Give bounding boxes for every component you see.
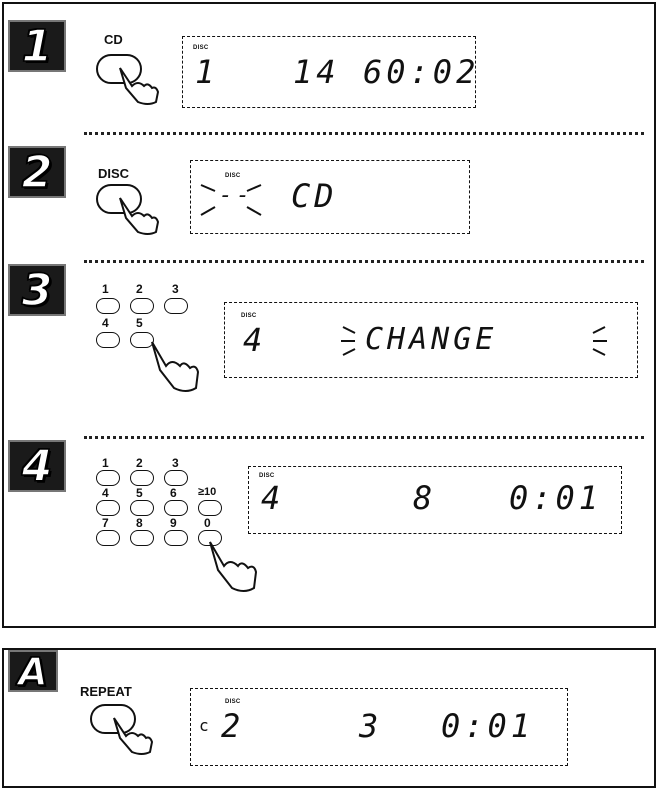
disc-number: 2	[221, 709, 244, 743]
key-9-label: 9	[170, 516, 177, 530]
cd-button-label: CD	[104, 32, 123, 47]
disc-indicator: DISC	[241, 313, 257, 319]
key-2[interactable]	[130, 298, 154, 314]
key-8-label: 8	[136, 516, 143, 530]
step-number-badge: 1	[8, 20, 66, 72]
step-number-badge: 4	[8, 440, 66, 492]
hand-pointer-icon	[208, 540, 264, 596]
key-4[interactable]	[96, 332, 120, 348]
track-number: 3	[359, 709, 382, 743]
key-1-label: 1	[102, 456, 109, 470]
step-number-badge: 3	[8, 264, 66, 316]
key-4-label: 4	[102, 316, 109, 330]
disc-number: 4	[243, 323, 266, 357]
key-2-label: 2	[136, 282, 143, 296]
step-number: 1	[10, 22, 64, 70]
step-1: 1 CD DISC 1 14 60:02	[4, 4, 654, 122]
key-6[interactable]	[164, 500, 188, 516]
key-7-label: 7	[102, 516, 109, 530]
key-0-label: 0	[204, 516, 211, 530]
display-text: CHANGE	[365, 323, 497, 357]
step-number: 4	[10, 442, 64, 490]
disc-indicator: DISC	[225, 699, 241, 705]
key-3[interactable]	[164, 298, 188, 314]
section-badge: A	[8, 650, 58, 692]
lcd-display: DISC 1 14 60:02	[182, 36, 476, 108]
step-2: 2 DISC DISC -- CD	[4, 132, 654, 250]
key-2[interactable]	[130, 470, 154, 486]
repeat-panel: A REPEAT DISC c 2 3 0:01	[2, 648, 656, 788]
key-3-label: 3	[172, 282, 179, 296]
step-number-badge: 2	[8, 146, 66, 198]
section-letter: A	[10, 652, 56, 690]
key-4[interactable]	[96, 500, 120, 516]
disc-number: 4	[261, 481, 284, 515]
hand-pointer-icon	[118, 66, 164, 106]
disc-button-label: DISC	[98, 166, 129, 181]
key-1[interactable]	[96, 298, 120, 314]
key-1[interactable]	[96, 470, 120, 486]
disc-number: --	[219, 179, 254, 213]
step-number: 3	[10, 266, 64, 314]
track-number: 14	[293, 55, 340, 89]
lcd-display: DISC c 2 3 0:01	[190, 688, 568, 766]
key-3-label: 3	[172, 456, 179, 470]
repeat-indicator: c	[199, 709, 213, 743]
lcd-display: DISC 4 CHANGE	[224, 302, 638, 378]
elapsed-time: 0:01	[509, 481, 602, 515]
key-3[interactable]	[164, 470, 188, 486]
disc-number: 1	[195, 55, 218, 89]
lcd-display: DISC 4 8 0:01	[248, 466, 622, 534]
step-4: 4 1 2 3 4 5 6 ≥10 7 8 9 0	[4, 436, 654, 626]
key-10plus-label: ≥10	[198, 486, 216, 498]
hand-pointer-icon	[150, 340, 206, 396]
key-6-label: 6	[170, 486, 177, 500]
key-5[interactable]	[130, 500, 154, 516]
repeat-button-label: REPEAT	[80, 684, 132, 699]
key-5-label: 5	[136, 486, 143, 500]
key-5-label: 5	[136, 316, 143, 330]
hand-pointer-icon	[112, 716, 158, 756]
elapsed-time: 60:02	[363, 55, 479, 89]
key-7[interactable]	[96, 530, 120, 546]
disc-indicator: DISC	[193, 45, 209, 51]
key-10plus[interactable]	[198, 500, 222, 516]
key-9[interactable]	[164, 530, 188, 546]
lcd-display: DISC -- CD	[190, 160, 470, 234]
key-2-label: 2	[136, 456, 143, 470]
step-number: 2	[10, 148, 64, 196]
step-3: 3 1 2 3 4 5 DISC 4	[4, 260, 654, 430]
key-1-label: 1	[102, 282, 109, 296]
elapsed-time: 0:01	[441, 709, 534, 743]
display-text: CD	[291, 179, 338, 213]
instruction-panel: 1 CD DISC 1 14 60:02 2 DISC	[2, 2, 656, 628]
key-8[interactable]	[130, 530, 154, 546]
track-number: 8	[413, 481, 436, 515]
key-4-label: 4	[102, 486, 109, 500]
hand-pointer-icon	[118, 196, 164, 236]
